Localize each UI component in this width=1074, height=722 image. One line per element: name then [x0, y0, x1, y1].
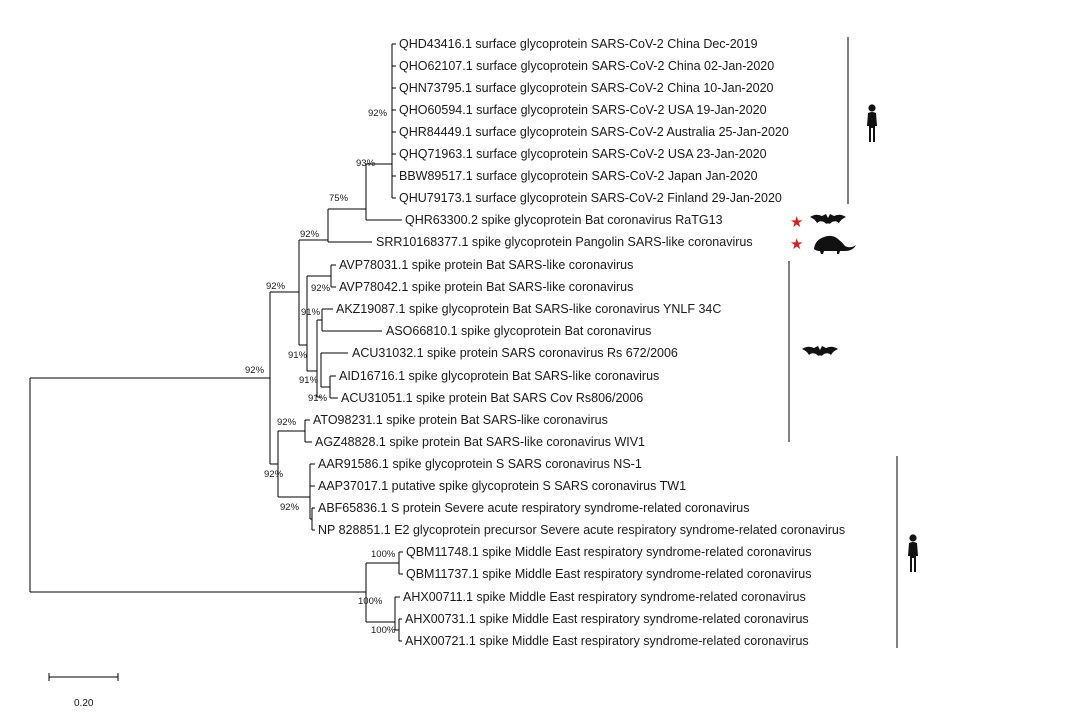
leaf-label: AVP78042.1 spike protein Bat SARS-like c… — [339, 280, 633, 294]
markers: ★ ★ — [790, 104, 918, 572]
bat-silhouette-icon — [810, 214, 846, 224]
star-icon: ★ — [790, 235, 803, 253]
bootstrap-value: 91% — [308, 393, 328, 404]
leaf-label: AAP37017.1 putative spike glycoprotein S… — [318, 479, 686, 493]
leaf-label: AHX00721.1 spike Middle East respiratory… — [405, 634, 809, 648]
leaf-label: ATO98231.1 spike protein Bat SARS-like c… — [313, 413, 608, 427]
bootstrap-value: 91% — [301, 307, 321, 318]
bootstrap-value: 92% — [368, 108, 388, 119]
bootstrap-value: 93% — [356, 158, 376, 169]
leaf-labels: QHD43416.1 surface glycoprotein SARS-CoV… — [313, 37, 845, 648]
leaf-label: QHR84449.1 surface glycoprotein SARS-CoV… — [399, 125, 789, 139]
bootstrap-value: 92% — [280, 502, 300, 513]
leaf-label: QHD43416.1 surface glycoprotein SARS-CoV… — [399, 37, 758, 51]
group-brackets — [788, 37, 898, 648]
leaf-label: ACU31051.1 spike protein Bat SARS Cov Rs… — [341, 391, 643, 405]
bootstrap-value: 92% — [245, 365, 265, 376]
leaf-label: AID16716.1 spike glycoprotein Bat SARS-l… — [339, 369, 659, 383]
bootstrap-value: 75% — [329, 193, 349, 204]
leaf-label: QHU79173.1 surface glycoprotein SARS-CoV… — [399, 191, 782, 205]
leaf-label: SRR10168377.1 spike glycoprotein Pangoli… — [376, 235, 753, 249]
leaf-label: BBW89517.1 surface glycoprotein SARS-CoV… — [399, 169, 758, 183]
leaf-label: QHO60594.1 surface glycoprotein SARS-CoV… — [399, 103, 767, 117]
human-silhouette-icon — [867, 104, 877, 142]
bootstrap-value: 92% — [266, 281, 286, 292]
leaf-label: ACU31032.1 spike protein SARS coronaviru… — [352, 346, 678, 360]
leaf-label: QHN73795.1 surface glycoprotein SARS-CoV… — [399, 81, 774, 95]
bat-silhouette-icon — [802, 346, 838, 356]
bootstrap-value: 100% — [371, 625, 396, 636]
bootstrap-value: 100% — [358, 596, 383, 607]
leaf-label: NP 828851.1 E2 glycoprotein precursor Se… — [318, 523, 845, 537]
leaf-label: QHQ71963.1 surface glycoprotein SARS-CoV… — [399, 147, 767, 161]
scale-bar: 0.20 — [48, 673, 119, 709]
bootstrap-value: 91% — [288, 350, 308, 361]
bootstrap-value: 100% — [371, 549, 396, 560]
cov2-leaf-branches — [392, 43, 396, 199]
leaf-label: AHX00731.1 spike Middle East respiratory… — [405, 612, 809, 626]
bootstrap-values: 92% 93% 75% 92% 92% 91% 91% 91% 91% 92% … — [245, 108, 396, 636]
leaf-label: QBM11748.1 spike Middle East respiratory… — [406, 545, 812, 559]
leaf-label: AGZ48828.1 spike protein Bat SARS-like c… — [315, 435, 645, 449]
star-icon: ★ — [790, 213, 803, 231]
bootstrap-value: 92% — [311, 283, 331, 294]
tree-branches — [29, 43, 403, 642]
human-silhouette-icon — [908, 534, 918, 572]
bootstrap-value: 92% — [264, 469, 284, 480]
scale-bar-label: 0.20 — [74, 698, 94, 709]
leaf-label: QHO62107.1 surface glycoprotein SARS-CoV… — [399, 59, 774, 73]
bootstrap-value: 92% — [277, 417, 297, 428]
leaf-label: ASO66810.1 spike glycoprotein Bat corona… — [386, 324, 651, 338]
pangolin-silhouette-icon — [814, 235, 856, 254]
leaf-label: AHX00711.1 spike Middle East respiratory… — [403, 590, 806, 604]
leaf-label: AKZ19087.1 spike glycoprotein Bat SARS-l… — [336, 302, 721, 316]
leaf-label: AVP78031.1 spike protein Bat SARS-like c… — [339, 258, 633, 272]
leaf-label: QHR63300.2 spike glycoprotein Bat corona… — [405, 213, 723, 227]
bootstrap-value: 91% — [299, 375, 319, 386]
leaf-label: AAR91586.1 spike glycoprotein S SARS cor… — [318, 457, 642, 471]
leaf-label: QBM11737.1 spike Middle East respiratory… — [406, 567, 812, 581]
leaf-label: ABF65836.1 S protein Severe acute respir… — [318, 501, 749, 515]
bootstrap-value: 92% — [300, 229, 320, 240]
